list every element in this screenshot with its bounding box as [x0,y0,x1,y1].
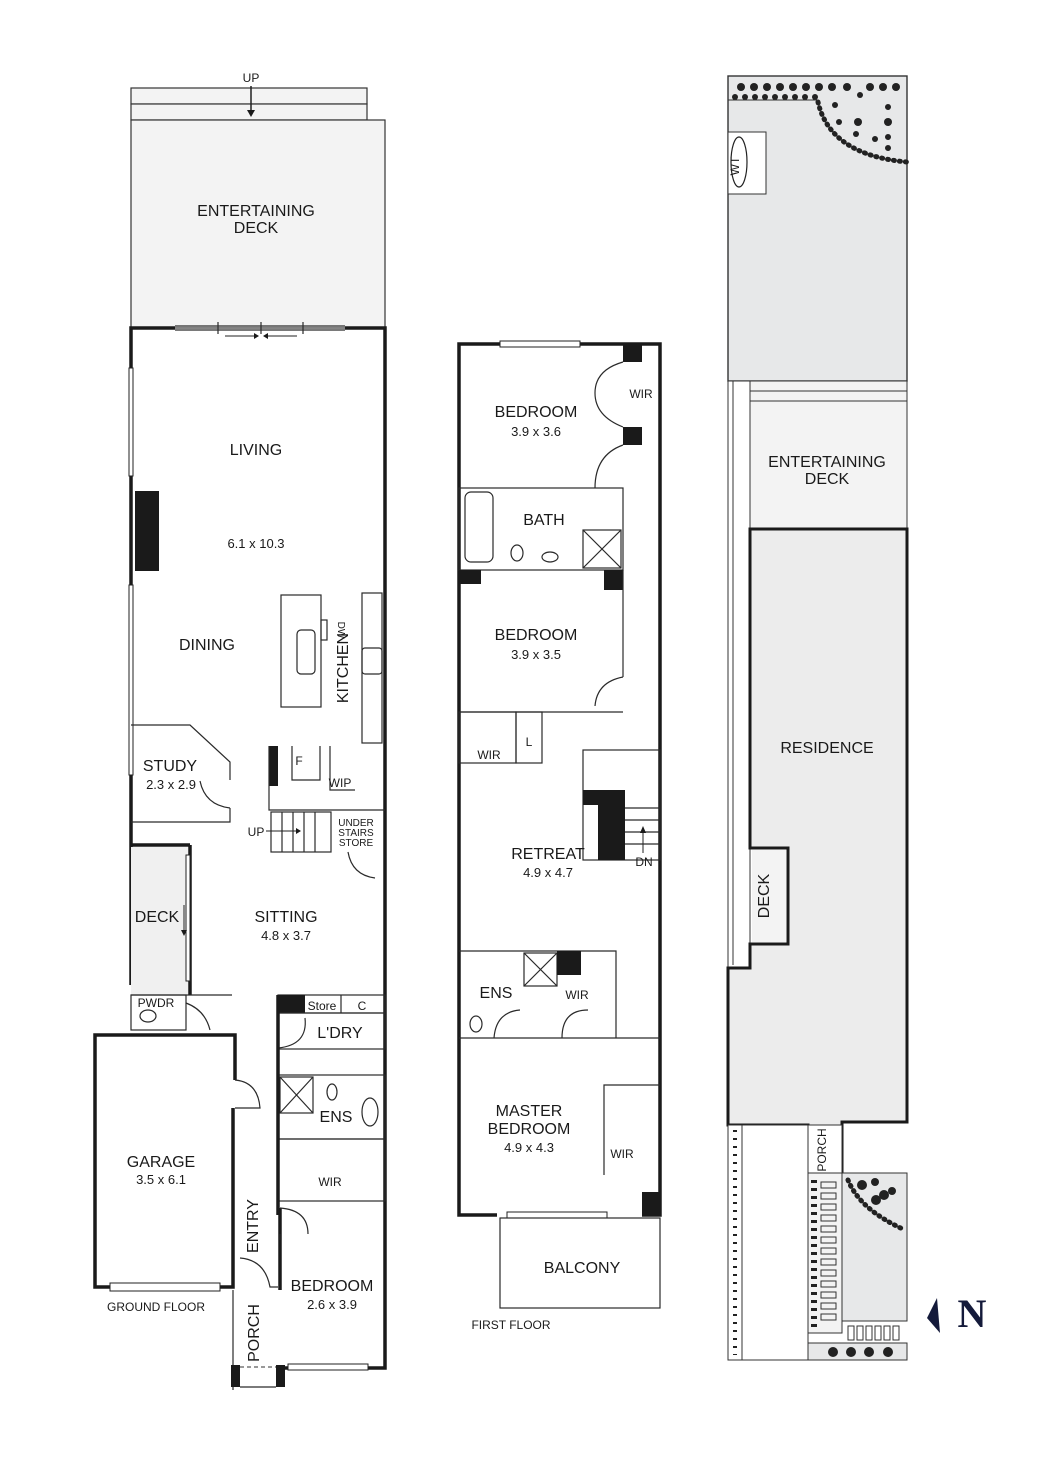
room-balcony [499,1217,661,1309]
room-side-deck: DECK [131,845,192,995]
room-dims: 3.9 x 3.5 [511,647,561,662]
room-label: L'DRY [317,1025,363,1042]
north-label: N [958,1291,987,1336]
room-laundry-block: Store C L'DRY ENS WIR [276,994,386,1215]
floor-title: FIRST FLOOR [471,1318,550,1332]
site-deck-label: DECK [805,471,850,488]
dishwasher-label: DW [335,622,346,639]
store-label: Store [308,999,337,1013]
room-label: ENTERTAINING [197,203,315,220]
room-bath: BATH [458,487,624,571]
room-label: STUDY [143,758,198,775]
wir-label: WIR [629,387,653,401]
wir-label: WIR [610,1147,634,1161]
room-dims: 6.1 x 10.3 [227,536,284,551]
sink-icon [296,629,316,675]
store-label: UNDER [338,818,374,829]
porch-label: PORCH [815,1128,829,1171]
wir-label: WIR [565,988,589,1002]
room-label: PWDR [138,996,175,1010]
basin-icon [361,1097,379,1127]
residence-label: RESIDENCE [780,740,873,757]
room-label: KITCHEN [335,633,352,703]
room-label: BEDROOM [488,1121,571,1138]
room-label: BATH [523,512,564,529]
wip-label: WIP [329,776,352,790]
room-label: DECK [234,220,279,237]
room-label: BEDROOM [495,404,578,421]
stair-arrow-icon [640,826,646,833]
side-deck-label: DECK [756,873,773,918]
store-label: STORE [339,838,374,849]
stair-label: DN [635,855,652,869]
room-label: ENS [480,985,513,1002]
slide-arrow-icon [263,333,268,339]
room-ensuite: ENS WIR [459,950,660,1039]
room-label: DECK [135,909,180,926]
garden-shrubs [732,83,900,151]
basin-icon [541,551,559,563]
room-powder: PWDR [130,994,232,1031]
room-dims: 4.8 x 3.7 [261,928,311,943]
room-label: GARAGE [127,1154,195,1171]
ground-floor-plan: UP ENTERTAINING DECK LIVING 6.1 x 10.3 [93,71,387,1390]
deck-stair-label: UP [243,71,260,85]
wir-label: WIR [477,748,501,762]
room-dims: 4.9 x 4.7 [523,865,573,880]
toilet-icon [139,1009,157,1023]
north-arrow: N [927,1291,987,1336]
room-dims: 2.3 x 2.9 [146,777,196,792]
first-stairs: DN [582,749,661,869]
toilet-icon [510,544,524,562]
room-label: ENTRY [245,1199,262,1253]
store-label: STAIRS [338,828,374,839]
room-entry-porch-bedroom: ENTRY PORCH BEDROOM 2.6 x 3.9 [231,1199,373,1390]
site-deck-label: ENTERTAINING [768,454,886,471]
fridge-label: F [295,754,302,768]
room-label: DINING [179,637,235,654]
stair-label: UP [248,825,265,839]
north-arrow-icon [927,1298,940,1333]
wir-label: WIR [318,1175,342,1189]
room-label: SITTING [254,909,317,926]
room-label: RETREAT [511,846,585,863]
room-kitchen: DW KITCHEN F WIP [268,592,385,811]
room-study: STUDY 2.3 x 2.9 [131,724,231,847]
room-label: MASTER [496,1103,563,1120]
room-label: BEDROOM [495,627,578,644]
room-dims: 3.5 x 6.1 [136,1172,186,1187]
slide-arrow-icon [254,333,259,339]
room-entertaining-deck: UP ENTERTAINING DECK [130,71,386,329]
stair-arrow-icon [296,828,301,834]
cupboard-label: C [358,999,367,1013]
bathtub-icon [464,491,494,563]
room-dims: 2.6 x 3.9 [307,1297,357,1312]
linen-label: L [526,735,533,749]
site-plan: WT ENTERTAINING DECK RESIDENCE DECK PORC… [726,75,987,1361]
fireplace [135,491,159,571]
ground-stairs: UP UNDER STAIRS STORE [248,811,376,879]
water-tank-label: WT [728,156,742,175]
toilet-icon [469,1015,483,1033]
room-label: PORCH [246,1304,263,1362]
toilet-icon [326,1083,338,1101]
room-label: ENS [320,1109,353,1126]
floor-title: GROUND FLOOR [107,1300,205,1314]
room-garage: GARAGE 3.5 x 6.1 GROUND FLOOR [93,1033,261,1314]
stair-arrow-icon [247,110,255,117]
cooktop-icon [361,647,383,675]
water-tank-icon [730,136,748,188]
room-dims: 3.9 x 3.6 [511,424,561,439]
room-label: LIVING [230,442,282,459]
first-floor-plan: BEDROOM 3.9 x 3.6 WIR BATH BEDROOM 3.9 x… [457,340,662,1332]
room-dims: 4.9 x 4.3 [504,1140,554,1155]
slide-arrow-icon [181,930,187,936]
room-label: BEDROOM [291,1278,374,1295]
room-label: BALCONY [544,1260,621,1277]
